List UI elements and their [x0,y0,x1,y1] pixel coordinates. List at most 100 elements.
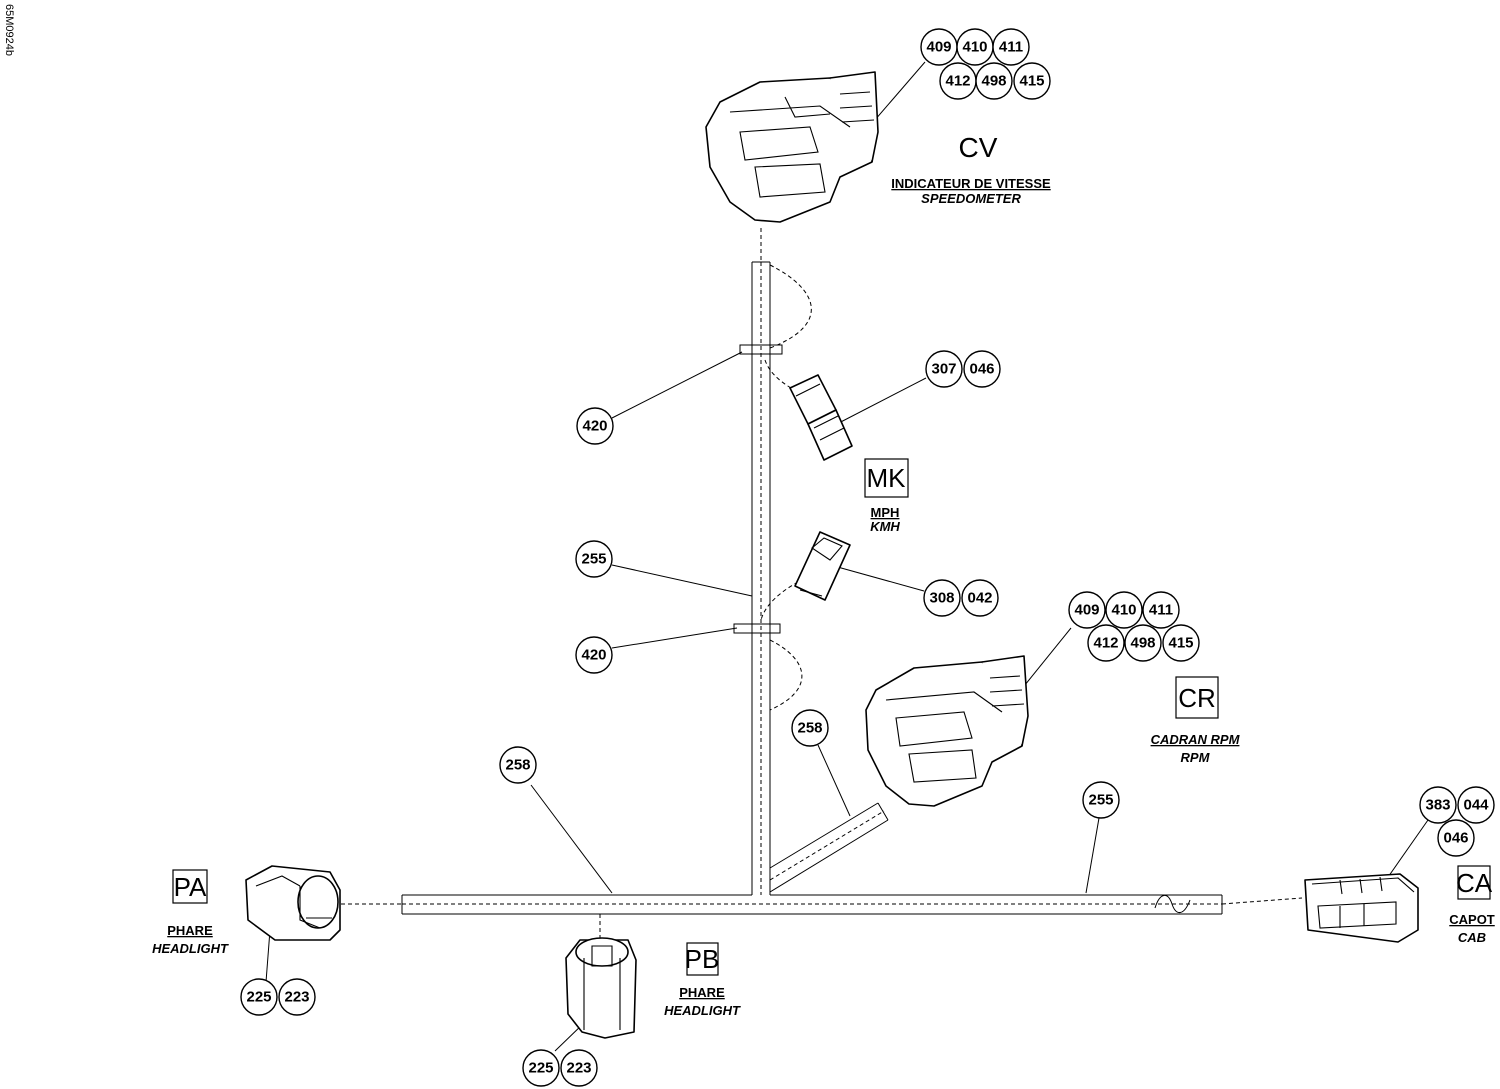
svg-text:412: 412 [945,73,970,90]
connector-cv-speedometer [705,71,879,223]
label-ca-en: CAB [1458,930,1486,945]
part-bubble-cv-498: 498 [975,62,1013,100]
part-bubble-cr-412: 412 [1087,624,1125,662]
part-bubble-ca-383: 383 [1419,786,1457,824]
part-bubble-harness-vertical: 255 [575,540,613,578]
svg-text:410: 410 [1111,602,1136,619]
label-ca: CA CAPOT CAB [1449,865,1495,945]
svg-text:258: 258 [505,757,530,774]
part-bubble-harness-main-left: 258 [499,746,537,784]
part-bubble-cv-412: 412 [939,62,977,100]
part-bubble-cv-409: 409 [920,28,958,66]
part-bubble-pa-223: 223 [278,978,316,1016]
part-bubble-ca-046: 046 [1437,819,1475,857]
svg-text:307: 307 [931,361,956,378]
part-bubble-mk-307: 307 [925,350,963,388]
part-bubble-cr-498: 498 [1124,624,1162,662]
svg-text:MK: MK [867,463,907,493]
svg-text:CR: CR [1178,683,1216,713]
svg-text:498: 498 [1130,635,1155,652]
svg-text:044: 044 [1463,797,1489,814]
code-box-cr: CR [1175,676,1219,719]
part-bubble-harness-branch: 258 [791,709,829,747]
harness-clip-mid [733,623,781,634]
svg-text:415: 415 [1168,635,1193,652]
part-bubble-cv-410: 410 [956,28,994,66]
part-bubble-clip-mid: 420 [575,636,613,674]
part-bubble-cr-409: 409 [1068,591,1106,629]
part-bubble-cr-410: 410 [1105,591,1143,629]
connector-pb-headlight [565,937,637,1039]
label-cv-fr: INDICATEUR DE VITESSE [891,176,1051,191]
svg-text:046: 046 [969,361,994,378]
code-box-pb: PB [685,942,720,976]
leader-lines [265,61,1429,1052]
svg-text:498: 498 [981,73,1006,90]
label-cr-en: RPM [1181,750,1211,765]
svg-text:225: 225 [246,989,271,1006]
part-bubble-cr-411: 411 [1142,591,1180,629]
code-cv: CV [959,132,998,163]
svg-text:409: 409 [1074,602,1099,619]
svg-text:042: 042 [967,590,992,607]
label-pb-fr: PHARE [679,985,725,1000]
label-cr-fr: CADRAN RPM [1151,732,1241,747]
code-box-mk: MK [864,458,909,498]
part-bubble-pb-223: 223 [560,1049,598,1087]
label-mk: MK MPH KMH [864,458,909,534]
label-mk-en: KMH [870,519,900,534]
svg-text:415: 415 [1019,73,1044,90]
svg-text:409: 409 [926,39,951,56]
part-bubble-mk-308: 308 [923,579,961,617]
drawing-id: 65M0924b [3,4,15,56]
connector-pa-headlight [245,865,341,941]
part-bubble-ca-044: 044 [1457,786,1495,824]
part-bubble-pa-225: 225 [240,978,278,1016]
label-cv: CV INDICATEUR DE VITESSE SPEEDOMETER [891,132,1051,206]
part-bubble-cv-415: 415 [1013,62,1051,100]
part-bubble-cr-415: 415 [1162,624,1200,662]
svg-text:383: 383 [1425,797,1450,814]
connector-mk-male [789,374,853,461]
svg-text:PA: PA [174,872,207,902]
svg-text:223: 223 [566,1060,591,1077]
label-pa-fr: PHARE [167,923,213,938]
label-cv-en: SPEEDOMETER [921,191,1021,206]
svg-text:046: 046 [1443,830,1468,847]
label-pb-en: HEADLIGHT [664,1003,741,1018]
connector-mk-female [794,531,851,601]
svg-text:412: 412 [1093,635,1118,652]
svg-text:225: 225 [528,1060,553,1077]
label-pa: PA PHARE HEADLIGHT [152,869,229,956]
svg-text:255: 255 [1088,792,1113,809]
label-cr: CR CADRAN RPM RPM [1151,676,1241,765]
svg-text:410: 410 [962,39,987,56]
svg-text:420: 420 [582,418,607,435]
part-bubble-harness-main-right: 255 [1082,781,1120,819]
part-bubble-mk-046: 046 [963,350,1001,388]
svg-text:420: 420 [581,647,606,664]
svg-text:223: 223 [284,989,309,1006]
label-ca-fr: CAPOT [1449,912,1495,927]
svg-text:411: 411 [999,39,1023,56]
label-pb: PB PHARE HEADLIGHT [664,942,741,1018]
svg-text:PB: PB [685,944,720,974]
svg-text:258: 258 [797,720,822,737]
part-bubble-mk-042: 042 [961,579,999,617]
svg-text:255: 255 [581,551,606,568]
svg-text:411: 411 [1149,602,1173,619]
part-bubble-pb-225: 225 [522,1049,560,1087]
svg-text:308: 308 [929,590,954,607]
part-bubble-clip-top: 420 [576,407,614,445]
label-pa-en: HEADLIGHT [152,941,229,956]
label-mk-fr: MPH [871,505,900,520]
code-box-pa: PA [172,869,208,904]
connector-cr-rpm [865,655,1029,807]
harness-clip-top [739,344,783,355]
connector-ca-cab [1304,873,1419,943]
svg-text:CA: CA [1456,868,1493,898]
part-bubble-cv-411: 411 [992,28,1030,66]
code-box-ca: CA [1456,865,1493,900]
harness-trunk [341,228,1303,950]
